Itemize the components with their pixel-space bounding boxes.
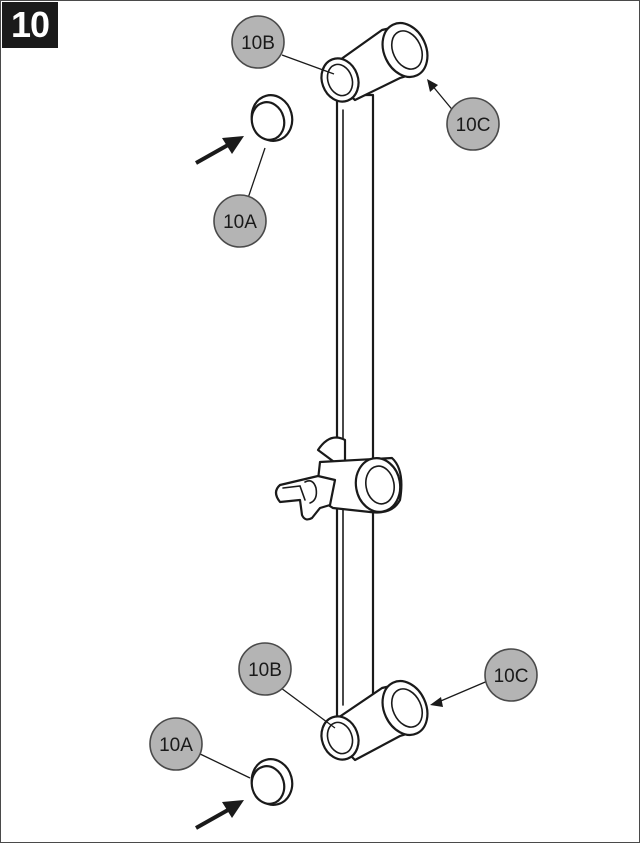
callout-top-10b: 10B (231, 15, 285, 69)
top-end-cap (250, 94, 294, 142)
sliding-holder (274, 436, 403, 521)
callout-bottom-10b: 10B (238, 642, 292, 696)
callout-bottom-10a: 10A (149, 717, 203, 771)
slide-bar-rail (335, 93, 375, 722)
leader-top-10b (281, 54, 335, 75)
step-number-badge: 10 (2, 2, 58, 48)
leader-top-10c (430, 83, 456, 114)
arrowhead-bottom-10c (430, 697, 443, 707)
callout-top-10a: 10A (213, 194, 267, 248)
svg-text:10C: 10C (494, 666, 529, 687)
svg-text:10A: 10A (159, 735, 193, 756)
svg-text:10C: 10C (456, 115, 491, 136)
bottom-bracket (320, 680, 429, 762)
leader-bottom-10c (435, 679, 491, 704)
svg-text:10B: 10B (241, 33, 275, 54)
callout-bottom-10c: 10C (484, 648, 538, 702)
top-insert-arrow (195, 136, 244, 165)
svg-text:10B: 10B (248, 660, 282, 681)
leader-bottom-10a (195, 751, 251, 779)
bottom-end-cap (250, 758, 294, 806)
leader-bottom-10b (280, 687, 336, 729)
arrowhead-top-10c (427, 79, 438, 92)
svg-text:10A: 10A (223, 212, 257, 233)
top-bracket (320, 22, 429, 103)
callout-top-10c: 10C (446, 97, 500, 151)
bottom-insert-arrow (195, 800, 244, 830)
